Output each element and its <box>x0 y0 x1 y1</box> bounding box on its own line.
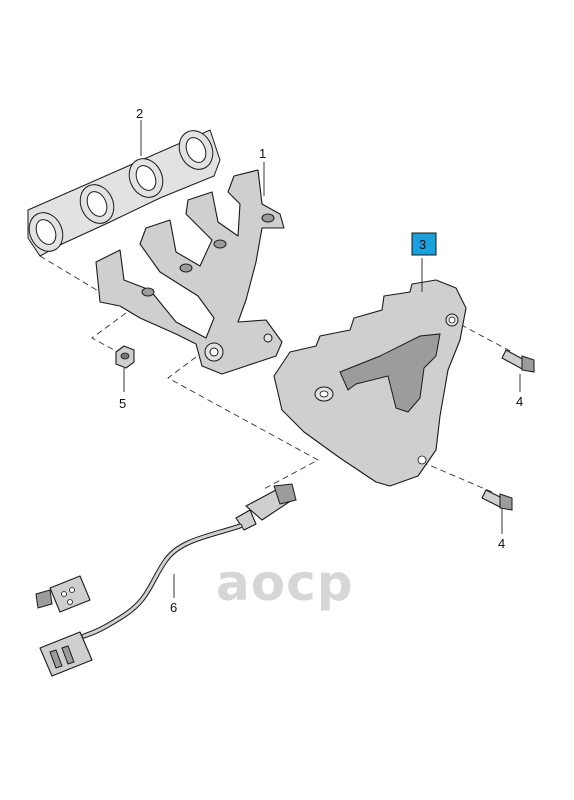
callout-2: 2 <box>136 106 143 121</box>
watermark-logo: aocp <box>216 554 354 612</box>
nut <box>115 345 135 369</box>
sensor-connector-detail <box>35 575 91 613</box>
exhaust-manifold <box>95 169 285 375</box>
heat-shield <box>273 279 467 487</box>
callout-5: 5 <box>119 396 126 411</box>
exhaust-gasket <box>27 129 221 257</box>
callout-4-upper: 4 <box>516 394 523 409</box>
highlight-box <box>411 232 437 256</box>
bolt-lower-line <box>421 461 493 493</box>
callout-3-highlight: 3 <box>411 232 437 256</box>
callout-3: 3 <box>419 237 426 252</box>
callout-6: 6 <box>170 600 177 615</box>
leader-lines <box>123 120 521 598</box>
oxygen-sensor <box>39 483 297 677</box>
callout-1: 1 <box>259 146 266 161</box>
manifold-to-sensor-line <box>167 344 319 491</box>
callout-4-lower: 4 <box>498 536 505 551</box>
bolt-lower <box>481 489 513 511</box>
gasket-to-stud-line <box>39 255 131 357</box>
bolt-upper <box>501 349 535 373</box>
